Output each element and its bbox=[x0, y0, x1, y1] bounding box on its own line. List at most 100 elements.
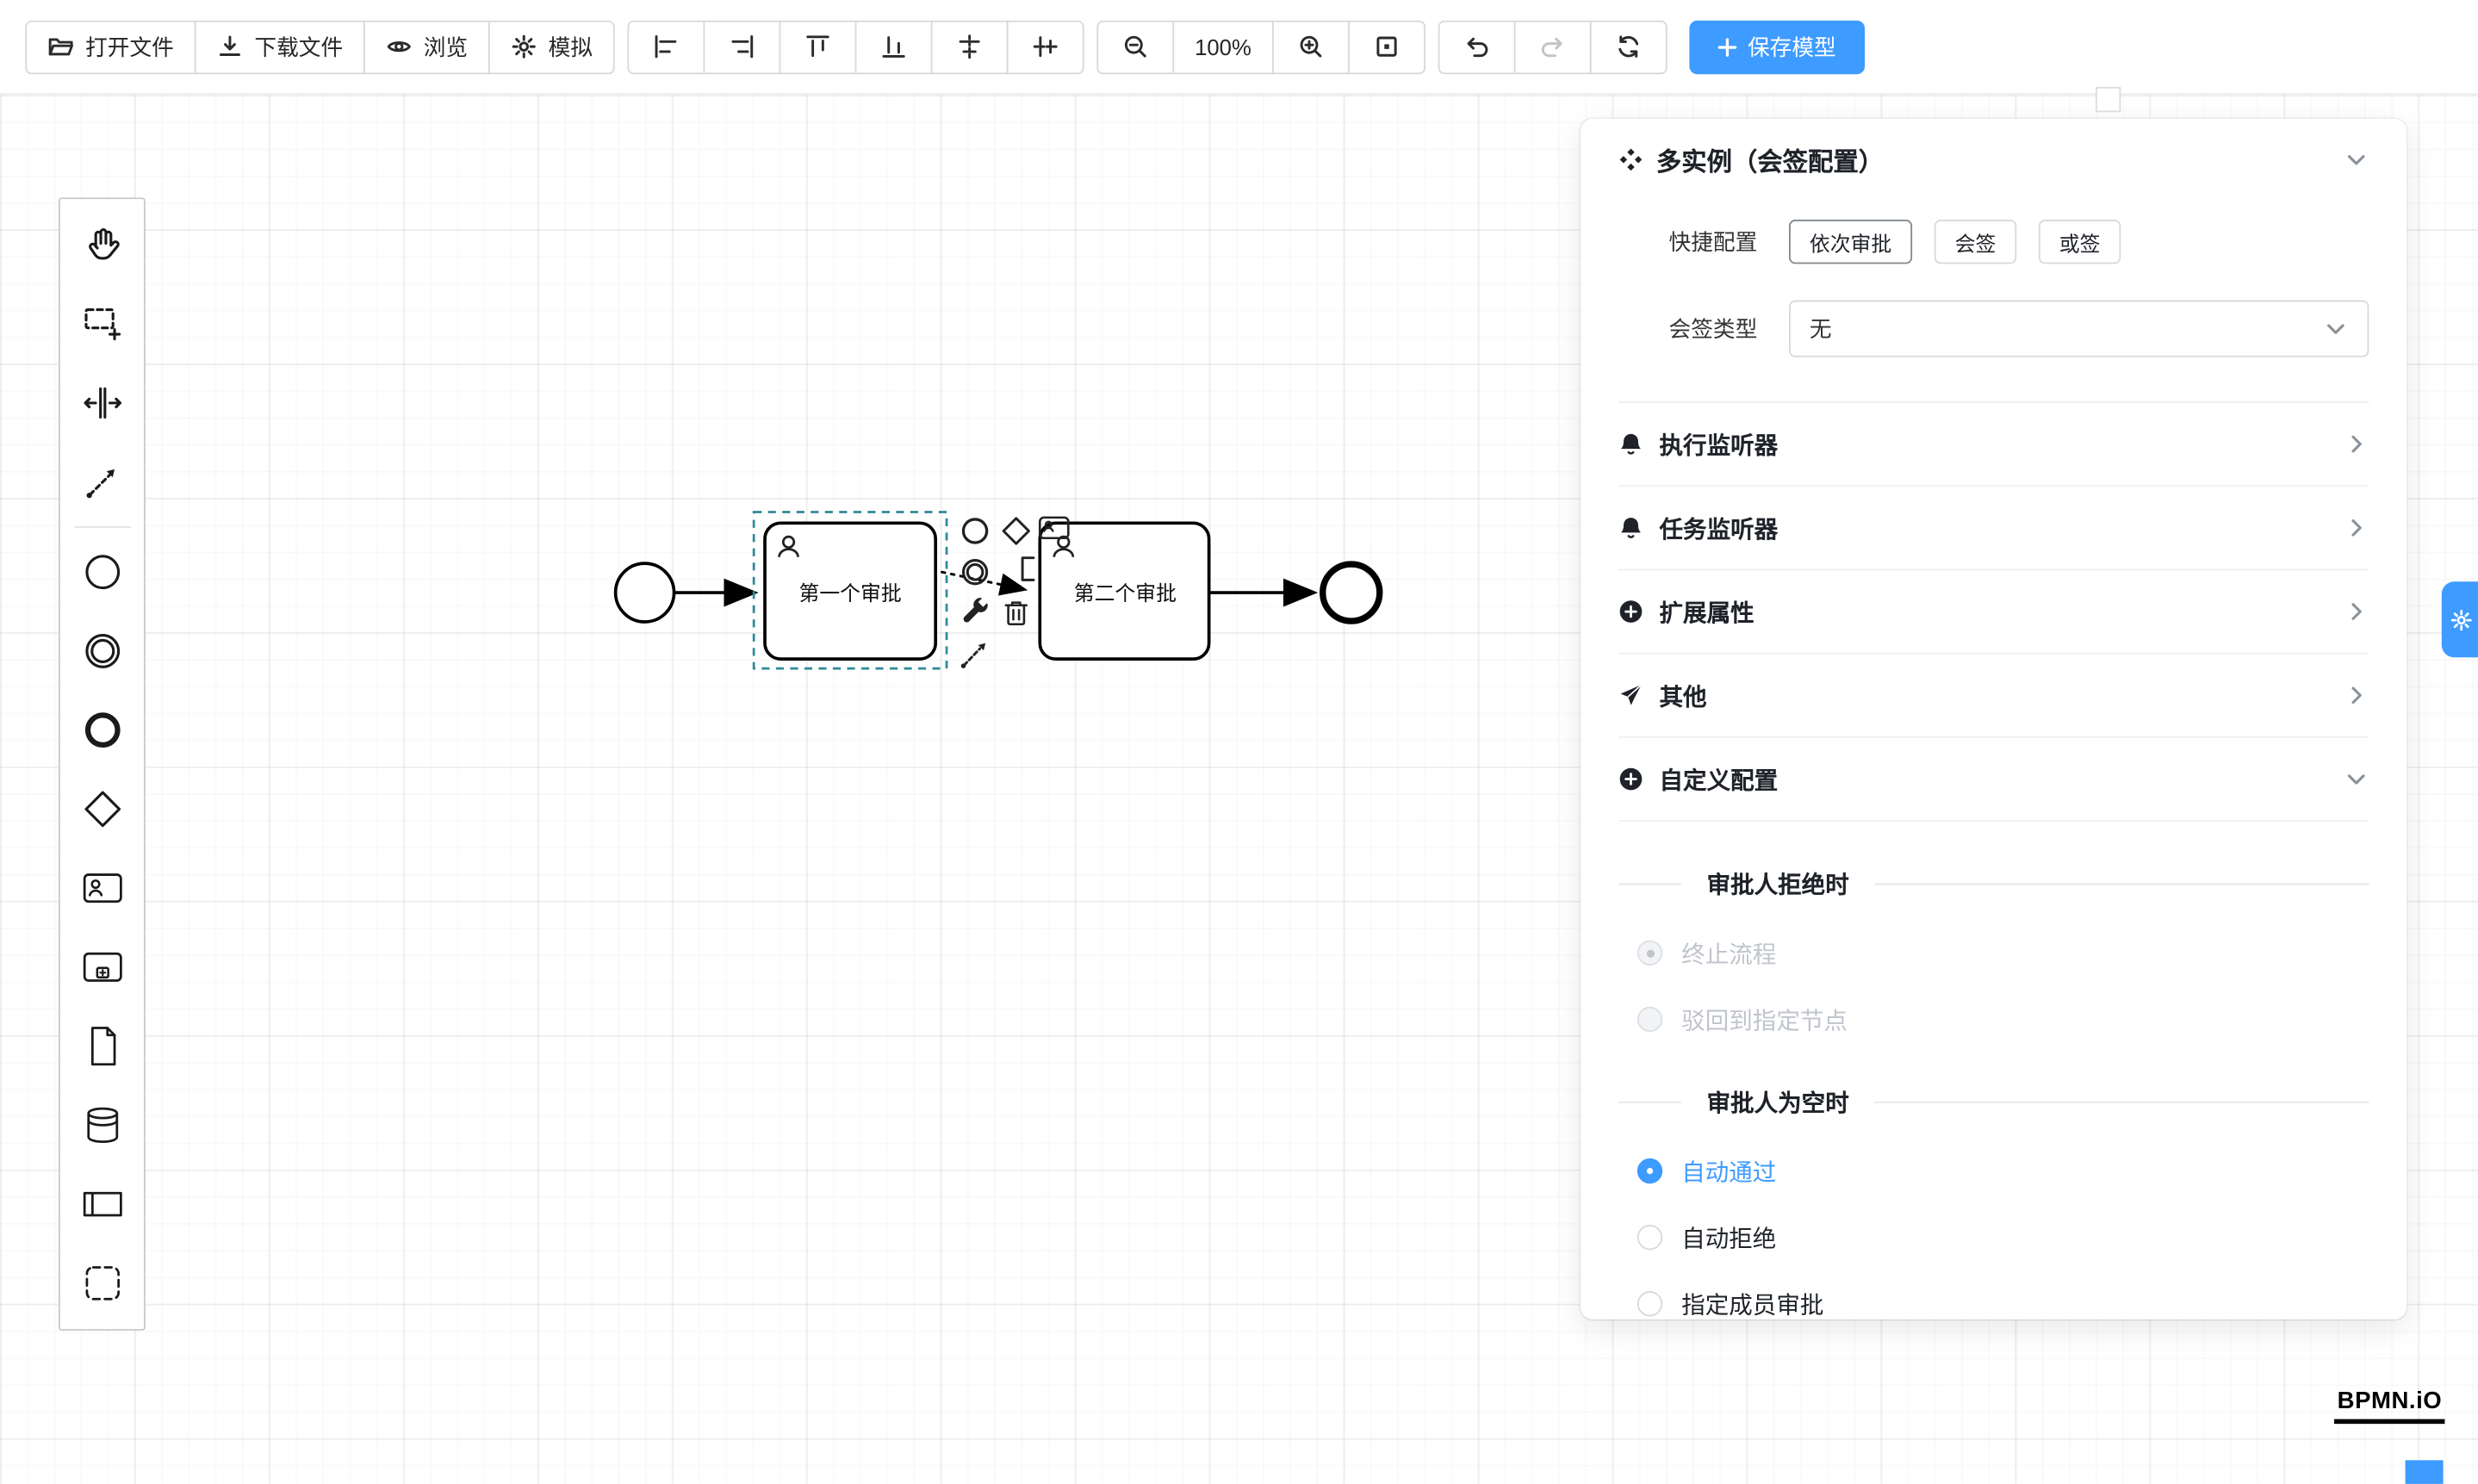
save-model-label: 保存模型 bbox=[1747, 34, 1836, 59]
align-left-button[interactable] bbox=[627, 19, 705, 74]
history-button-group bbox=[1438, 19, 1668, 74]
context-pad-append-event-icon[interactable] bbox=[958, 513, 992, 548]
group-icon bbox=[84, 1266, 120, 1301]
save-model-button[interactable]: 保存模型 bbox=[1689, 19, 1865, 74]
palette-data-store[interactable] bbox=[62, 1086, 141, 1165]
user-task-icon bbox=[82, 873, 121, 903]
radio-assign-member[interactable]: 指定成员审批 bbox=[1618, 1270, 2369, 1319]
section-other[interactable]: 其他 bbox=[1618, 655, 2369, 738]
align-right-button[interactable] bbox=[703, 19, 781, 74]
radio-button bbox=[1636, 1291, 1663, 1317]
palette-lasso-tool[interactable] bbox=[62, 284, 141, 363]
context-pad-append-intermediate-event-icon[interactable] bbox=[958, 555, 992, 589]
quick-option-orsign[interactable]: 或签 bbox=[2038, 220, 2121, 264]
section-task-listeners[interactable]: 任务监听器 bbox=[1618, 487, 2369, 571]
start-event[interactable] bbox=[613, 562, 676, 624]
quick-config-row: 快捷配置 依次审批 会签 或签 bbox=[1618, 220, 2369, 264]
gateway-icon bbox=[84, 791, 121, 828]
align-center-vertical-button[interactable] bbox=[1006, 19, 1084, 74]
properties-panel: 多实例（会签配置） 快捷配置 依次审批 会签 或签 会签类型 无 执行监听器 bbox=[1580, 118, 2407, 1320]
context-pad-delete-icon[interactable] bbox=[999, 596, 1034, 630]
context-pad-text-annotation-icon[interactable] bbox=[1011, 551, 1046, 586]
subprocess-icon bbox=[82, 952, 121, 982]
undo-icon bbox=[1467, 37, 1488, 58]
plus-icon bbox=[1717, 37, 1736, 56]
palette-user-task[interactable] bbox=[62, 848, 141, 928]
palette-global-connect-tool[interactable] bbox=[62, 443, 141, 522]
fit-view-button[interactable] bbox=[1347, 19, 1425, 74]
bell-icon bbox=[1621, 518, 1641, 538]
settings-tab[interactable] bbox=[2441, 581, 2478, 658]
undo-button[interactable] bbox=[1438, 19, 1516, 74]
palette-hand-tool[interactable] bbox=[62, 206, 141, 285]
plus-circle-icon bbox=[1619, 600, 1643, 623]
fit-view-icon bbox=[1376, 36, 1397, 57]
panel-header[interactable]: 多实例（会签配置） bbox=[1618, 140, 2369, 178]
task-first-approval[interactable] bbox=[763, 521, 938, 661]
section-custom-config[interactable]: 自定义配置 bbox=[1618, 738, 2369, 823]
palette-group[interactable] bbox=[62, 1244, 141, 1323]
bpmn-diagram bbox=[613, 511, 1383, 670]
task-second-approval-label[interactable]: 第二个审批 bbox=[1073, 581, 1177, 605]
palette-gateway[interactable] bbox=[62, 770, 141, 849]
palette-file[interactable] bbox=[62, 1007, 141, 1086]
simulate-button[interactable]: 模拟 bbox=[488, 19, 615, 74]
palette-start-event[interactable] bbox=[62, 532, 141, 612]
open-file-button[interactable]: 打开文件 bbox=[25, 19, 196, 74]
file-button-group: 打开文件 下载文件 浏览 模拟 bbox=[25, 19, 615, 74]
bpmn-canvas[interactable]: 第一个审批 第二个审批 bbox=[0, 95, 2478, 1484]
reset-icon bbox=[1618, 35, 1638, 58]
end-event-icon bbox=[84, 712, 120, 748]
zoom-level-text: 100% bbox=[1195, 34, 1251, 59]
radio-auto-pass[interactable]: 自动通过 bbox=[1618, 1138, 2369, 1204]
align-button-group bbox=[627, 19, 1084, 74]
context-pad-connect-icon[interactable] bbox=[958, 636, 992, 671]
align-bottom-button[interactable] bbox=[854, 19, 933, 74]
multi-type-select[interactable]: 无 bbox=[1788, 300, 2369, 357]
section-extended-properties[interactable]: 扩展属性 bbox=[1618, 570, 2369, 655]
task-first-approval-label[interactable]: 第一个审批 bbox=[798, 581, 902, 605]
redo-button[interactable] bbox=[1513, 19, 1592, 74]
section-label: 其他 bbox=[1659, 683, 1707, 711]
start-event-icon bbox=[84, 555, 120, 590]
palette-subprocess[interactable] bbox=[62, 928, 141, 1007]
context-pad-append-task-icon[interactable] bbox=[1037, 511, 1071, 545]
palette-separator bbox=[73, 525, 131, 528]
radio-label: 终止流程 bbox=[1681, 941, 1777, 968]
radio-return-to-node[interactable]: 驳回到指定节点 bbox=[1618, 986, 2369, 1052]
radio-button bbox=[1636, 940, 1663, 966]
user-task-marker-icon bbox=[781, 535, 796, 549]
browse-label: 浏览 bbox=[423, 34, 469, 59]
palette-intermediate-event[interactable] bbox=[62, 612, 141, 691]
reset-button[interactable] bbox=[1589, 19, 1668, 74]
zoom-out-button[interactable] bbox=[1096, 19, 1175, 74]
context-pad-wrench-icon[interactable] bbox=[958, 596, 992, 630]
corner-chip[interactable] bbox=[2405, 1460, 2444, 1484]
section-label: 任务监听器 bbox=[1659, 516, 1779, 543]
align-top-button[interactable] bbox=[779, 19, 857, 74]
quick-option-countersign[interactable]: 会签 bbox=[1934, 220, 2017, 264]
palette-space-tool[interactable] bbox=[62, 363, 141, 443]
pool-icon bbox=[82, 1191, 121, 1217]
radio-auto-reject[interactable]: 自动拒绝 bbox=[1618, 1204, 2369, 1270]
minimap-toggle[interactable] bbox=[2095, 86, 2121, 113]
zoom-in-button[interactable] bbox=[1271, 19, 1350, 74]
user-task-marker-icon bbox=[1057, 535, 1071, 549]
browse-button[interactable]: 浏览 bbox=[363, 19, 490, 74]
align-left-icon bbox=[655, 34, 677, 59]
radio-terminate-process[interactable]: 终止流程 bbox=[1618, 920, 2369, 986]
align-center-horizontal-button[interactable] bbox=[930, 19, 1009, 74]
palette-pool[interactable] bbox=[62, 1164, 141, 1244]
chevron-down-icon bbox=[2327, 324, 2344, 334]
end-event[interactable] bbox=[1320, 561, 1383, 624]
section-execution-listeners[interactable]: 执行监听器 bbox=[1618, 403, 2369, 487]
lasso-tool-icon bbox=[84, 308, 121, 341]
context-pad-append-gateway-icon[interactable] bbox=[999, 513, 1034, 548]
download-file-button[interactable]: 下载文件 bbox=[194, 19, 365, 74]
bpmn-io-logo[interactable]: BPMN.iO bbox=[2333, 1388, 2445, 1425]
quick-option-sequential[interactable]: 依次审批 bbox=[1788, 220, 1913, 264]
zoom-level-display[interactable]: 100% bbox=[1172, 19, 1274, 74]
chevron-down-icon[interactable] bbox=[2344, 147, 2369, 172]
palette-end-event[interactable] bbox=[62, 691, 141, 770]
